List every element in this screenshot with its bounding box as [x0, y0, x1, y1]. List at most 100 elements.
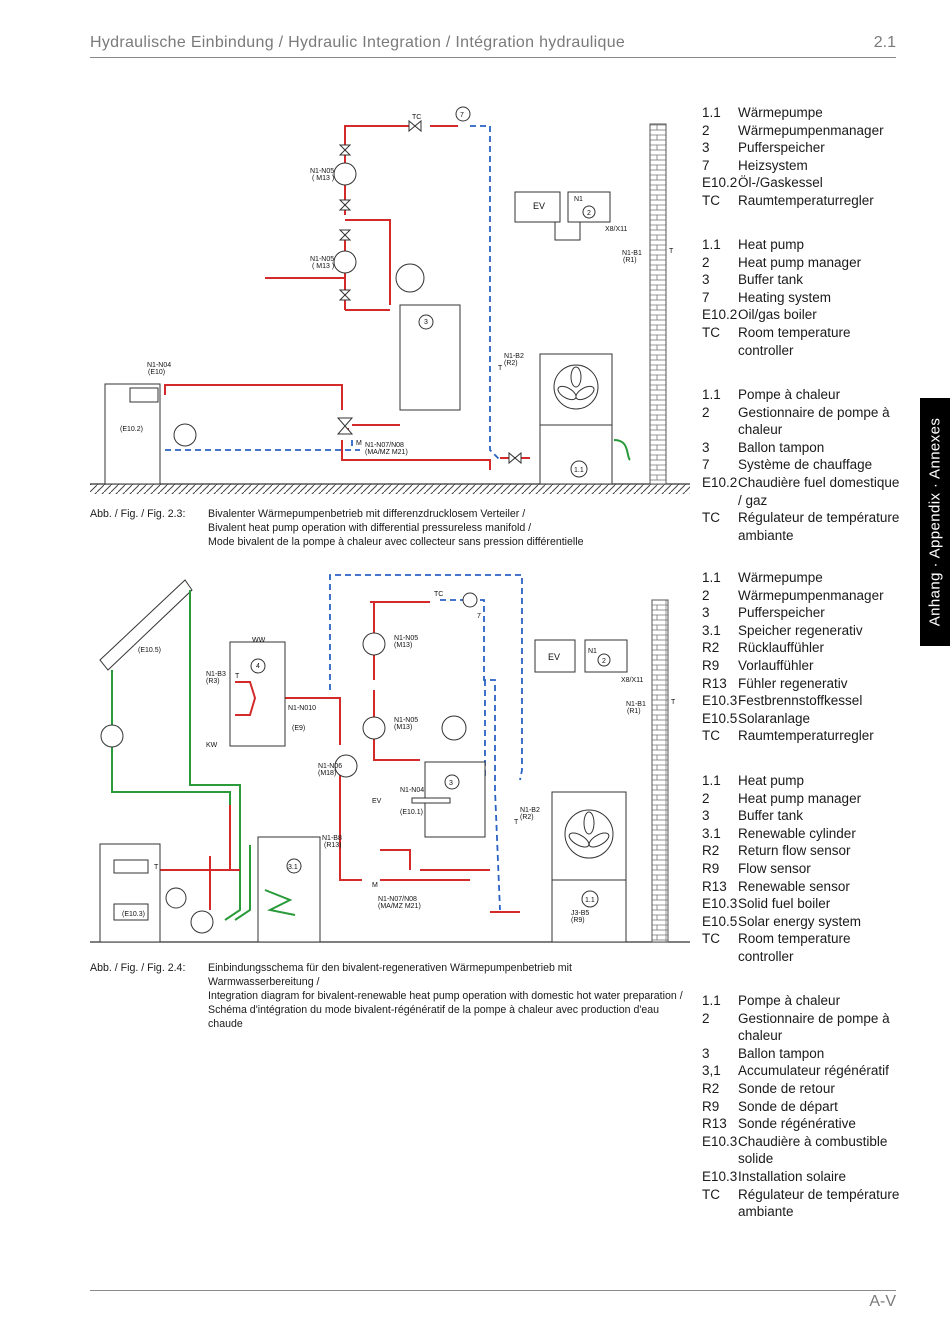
label-n1-n07: N1-N07/N08 — [378, 896, 417, 903]
legend-code: 3 — [702, 272, 710, 288]
legend-text: Heat pump — [738, 237, 805, 252]
legend-code: 3 — [702, 140, 710, 156]
legend-code: R13 — [702, 675, 727, 691]
label-1-1: 1.1 — [574, 467, 584, 474]
side-tab: Anhang · Appendix · Annexes — [920, 398, 950, 646]
label-4: 4 — [256, 663, 260, 670]
label-7: 7 — [477, 613, 481, 620]
legend-code: 2 — [702, 1010, 710, 1026]
header-rule — [90, 57, 896, 58]
legend-code: 1.1 — [702, 237, 721, 252]
renewable-cylinder — [257, 836, 321, 943]
ev-box — [514, 191, 561, 223]
legend-code: R9 — [702, 860, 720, 876]
label-t: T — [669, 248, 674, 255]
label-m13-b: ( M13 ) — [312, 263, 334, 270]
legend-text: Pufferspeicher — [738, 605, 825, 621]
legend-code: E10.5 — [702, 710, 738, 726]
header-title: Hydraulische Einbindung / Hydraulic Inte… — [90, 34, 626, 51]
legend-code: R2 — [702, 843, 720, 859]
label-n1-n04: N1-N04 — [147, 362, 171, 369]
label-x8x11: X8/X11 — [605, 226, 628, 233]
label-n1-b3: N1-B3 — [206, 671, 226, 678]
label-2: 2 — [602, 658, 606, 665]
legend-text: Chaudière fuel domestique / gaz — [738, 474, 900, 508]
label-n1: N1 — [574, 196, 583, 203]
figure-2-3: TC 7 EV N1 2 X8/X11 N1-B1 (R1) T N1-N05 … — [90, 100, 690, 502]
legend-code: 3 — [702, 605, 710, 621]
legend-text: Flow sensor — [738, 860, 811, 876]
legend-code: 1.1 — [702, 105, 721, 120]
legend-text: Chaudière à combustible solide — [738, 1133, 888, 1167]
label-n1-n04: N1-N04 — [400, 787, 424, 794]
legend-text: Wärmepumpenmanager — [738, 587, 884, 603]
label-r3: (R3) — [206, 678, 220, 685]
legend-text: Wärmepumpe — [738, 570, 823, 585]
legend-code: 3.1 — [702, 622, 721, 638]
label-x8x11: X8/X11 — [621, 677, 644, 684]
section-number: 2.1 — [873, 34, 896, 51]
legend-text: Ballon tampon — [738, 1045, 825, 1061]
outer-wall — [651, 599, 669, 943]
legend-code: 2 — [702, 790, 710, 806]
legend-text: Pompe à chaleur — [738, 387, 841, 402]
label-m18: (M18) — [318, 770, 336, 777]
legend-code: E10.3 — [702, 1133, 738, 1149]
legend-text: Gestionnaire de pompe à chaleur — [738, 1010, 890, 1044]
legend-code: 1.1 — [702, 387, 721, 402]
caption-fig-2-4: Abb. / Fig. / Fig. 2.4: Einbindungsschem… — [90, 961, 700, 1033]
legend-code: 7 — [702, 157, 710, 173]
label-j3-b5: J3-B5 — [571, 910, 589, 917]
label-n1-n06: N1-N06 — [318, 763, 342, 770]
flow-lines — [160, 601, 520, 913]
label-t: T — [671, 699, 676, 706]
legend-code: 7 — [702, 457, 710, 473]
label-n1-b1: N1-B1 — [622, 250, 642, 257]
caption-fig-2-3: Abb. / Fig. / Fig. 2.3: Bivalenter Wärme… — [90, 507, 690, 551]
legend-code: E10.2 — [702, 307, 738, 323]
legend-text: Raumtemperaturregler — [738, 728, 874, 744]
label-m: M — [372, 882, 378, 889]
legend-text: Solid fuel boiler — [738, 896, 831, 912]
return-lines — [165, 125, 501, 461]
legend-text: Heat pump — [738, 773, 805, 788]
label-m21: (MA/MZ M21) — [365, 449, 408, 456]
label-n1-n05-a: N1-N05 — [394, 635, 418, 642]
legend-code: TC — [702, 931, 720, 947]
label-m13-b: (M13) — [394, 724, 412, 731]
legend-item: R9 Flow sensor — [702, 860, 902, 878]
legend-text: Ballon tampon — [738, 439, 825, 455]
legend-text: Renewable cylinder — [738, 825, 856, 841]
side-tab-label: Anhang · Appendix · Annexes — [926, 417, 944, 627]
page-number: A-V — [869, 1293, 896, 1310]
label-t2: T — [514, 819, 519, 826]
caption-line: Warmwasserbereitung / — [208, 976, 320, 988]
legend-text: Fühler regenerativ — [738, 675, 848, 691]
caption-label: Abb. / Fig. / Fig. 2.4: — [90, 962, 186, 974]
label-n1-n010: N1-N010 — [288, 705, 316, 712]
legend-text: Speicher regenerativ — [738, 622, 863, 638]
label-tc: TC — [412, 114, 421, 121]
legend-text: Sonde régénérative — [738, 1116, 856, 1132]
caption-line: Bivalenter Wärmepumpenbetrieb mit differ… — [208, 508, 526, 520]
legend-text: Heating system — [738, 289, 832, 305]
legend-code: R2 — [702, 640, 720, 656]
label-3: 3 — [424, 319, 428, 326]
